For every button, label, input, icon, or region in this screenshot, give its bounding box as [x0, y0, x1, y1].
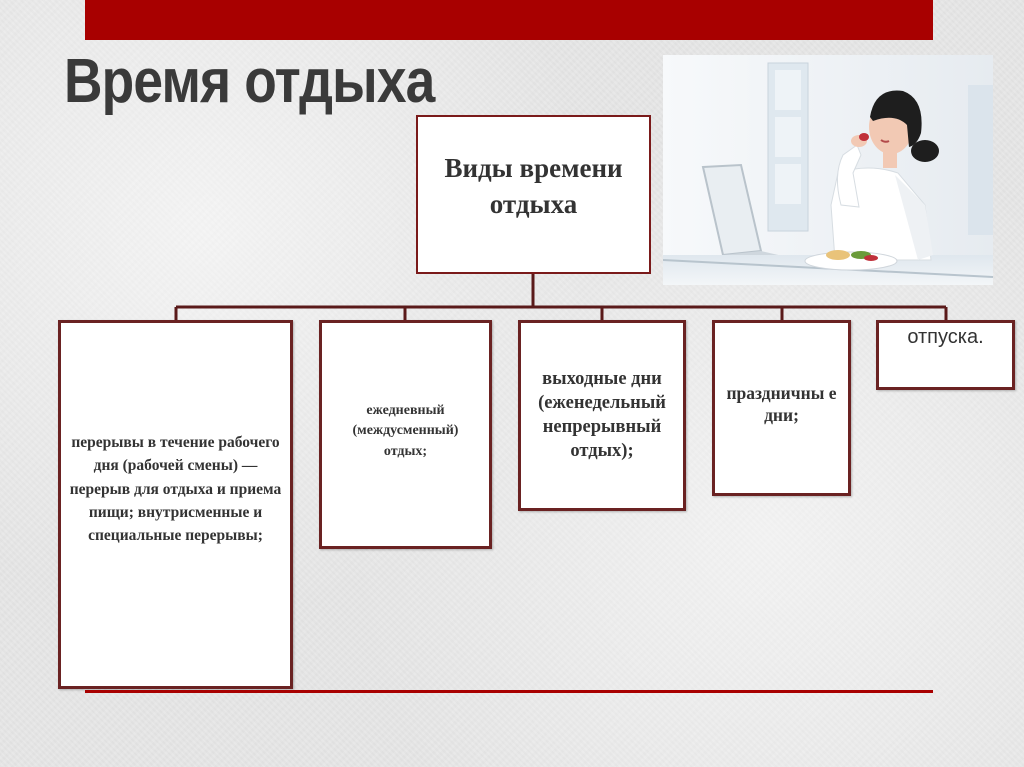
node-holidays-label: праздничны е дни;: [726, 383, 837, 425]
node-workday-breaks: перерывы в течение рабочего дня (рабочей…: [58, 320, 293, 689]
root-node-label: Виды времени отдыха: [444, 153, 623, 219]
page-title: Время отдыха: [64, 47, 435, 116]
node-daily-rest-label: ежедневный (междусменный) отдых;: [352, 403, 459, 459]
root-node-rest-types: Виды времени отдыха: [416, 115, 651, 274]
node-weekend-days-label: выходные дни (еженедельный непрерывный о…: [538, 369, 666, 462]
top-accent-bar: [85, 0, 933, 40]
node-vacations: отпуска.: [876, 320, 1015, 390]
office-lunch-photo: [663, 55, 993, 285]
node-vacations-label: отпуска.: [907, 326, 984, 348]
node-daily-rest: ежедневный (междусменный) отдых;: [319, 320, 492, 549]
node-workday-breaks-label: перерывы в течение рабочего дня (рабочей…: [69, 434, 282, 544]
node-holidays: праздничны е дни;: [712, 320, 851, 496]
bottom-accent-line: [85, 690, 933, 693]
node-weekend-days: выходные дни (еженедельный непрерывный о…: [518, 320, 686, 511]
